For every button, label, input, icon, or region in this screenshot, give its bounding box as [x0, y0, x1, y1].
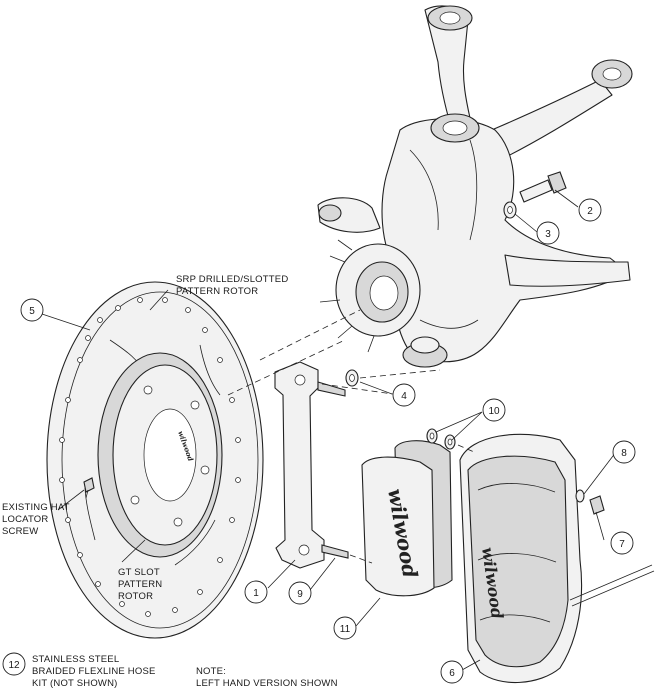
svg-text:PATTERN ROTOR: PATTERN ROTOR [176, 286, 258, 297]
rotor: wilwood [46, 281, 264, 639]
svg-text:6: 6 [449, 668, 455, 679]
inlet-fitting [589, 495, 605, 515]
bracket-stud [317, 381, 349, 559]
label-hat-screw: EXISTING HAT LOCATOR SCREW [2, 502, 70, 537]
steering-knuckle [317, 5, 633, 368]
callout-6: 6 [440, 660, 464, 684]
svg-text:5: 5 [29, 306, 35, 317]
bracket-washer [345, 369, 359, 387]
crush-washer [575, 489, 585, 503]
callout-1: 1 [244, 580, 268, 604]
svg-text:LOCATOR: LOCATOR [2, 514, 48, 525]
caliper-bracket [274, 361, 325, 569]
svg-text:8: 8 [621, 448, 627, 459]
callout-10: 10 [482, 398, 506, 422]
callout-7: 7 [610, 531, 634, 555]
rotor-drill-holes [59, 297, 241, 617]
leader-lines [41, 189, 617, 671]
callout-3: 3 [536, 221, 560, 245]
caliper: wilwood [459, 433, 655, 683]
mounting-bolt [519, 171, 567, 203]
assembly-lines [227, 309, 475, 564]
brake-pad-front: wilwood [361, 456, 435, 597]
svg-text:SRP DRILLED/SLOTTED: SRP DRILLED/SLOTTED [176, 274, 288, 285]
svg-text:ROTOR: ROTOR [118, 591, 153, 602]
callout-11: 11 [333, 616, 357, 640]
svg-text:KIT (NOT SHOWN): KIT (NOT SHOWN) [32, 678, 118, 689]
label-note: NOTE: LEFT HAND VERSION SHOWN [196, 666, 338, 689]
callout-2: 2 [578, 198, 602, 222]
svg-text:SCREW: SCREW [2, 526, 38, 537]
callout-12: 12 [2, 652, 26, 676]
svg-text:PATTERN: PATTERN [118, 579, 162, 590]
label-hose-kit: STAINLESS STEEL BRAIDED FLEXLINE HOSE KI… [32, 654, 156, 689]
svg-text:4: 4 [401, 391, 407, 402]
svg-text:EXISTING HAT: EXISTING HAT [2, 502, 70, 513]
hat-locator-screw [83, 477, 95, 499]
svg-text:7: 7 [619, 539, 625, 550]
svg-text:NOTE:: NOTE: [196, 666, 226, 677]
callout-9: 9 [288, 581, 312, 605]
svg-text:LEFT HAND VERSION SHOWN: LEFT HAND VERSION SHOWN [196, 678, 338, 689]
svg-text:3: 3 [545, 229, 551, 240]
label-rotor-type: SRP DRILLED/SLOTTED PATTERN ROTOR [176, 274, 288, 297]
svg-text:BRAIDED FLEXLINE HOSE: BRAIDED FLEXLINE HOSE [32, 666, 156, 677]
svg-text:1: 1 [253, 588, 259, 599]
svg-text:GT SLOT: GT SLOT [118, 567, 160, 578]
svg-text:12: 12 [8, 660, 20, 671]
svg-text:11: 11 [340, 624, 351, 635]
callout-5: 5 [20, 298, 44, 322]
svg-text:STAINLESS STEEL: STAINLESS STEEL [32, 654, 119, 665]
callout-4: 4 [392, 383, 416, 407]
svg-text:10: 10 [488, 406, 500, 417]
label-gt-slot: GT SLOT PATTERN ROTOR [118, 567, 162, 602]
svg-text:9: 9 [297, 589, 303, 600]
svg-text:2: 2 [587, 206, 593, 217]
washer [503, 201, 517, 219]
callout-8: 8 [612, 440, 636, 464]
caliper-washers [426, 428, 456, 450]
